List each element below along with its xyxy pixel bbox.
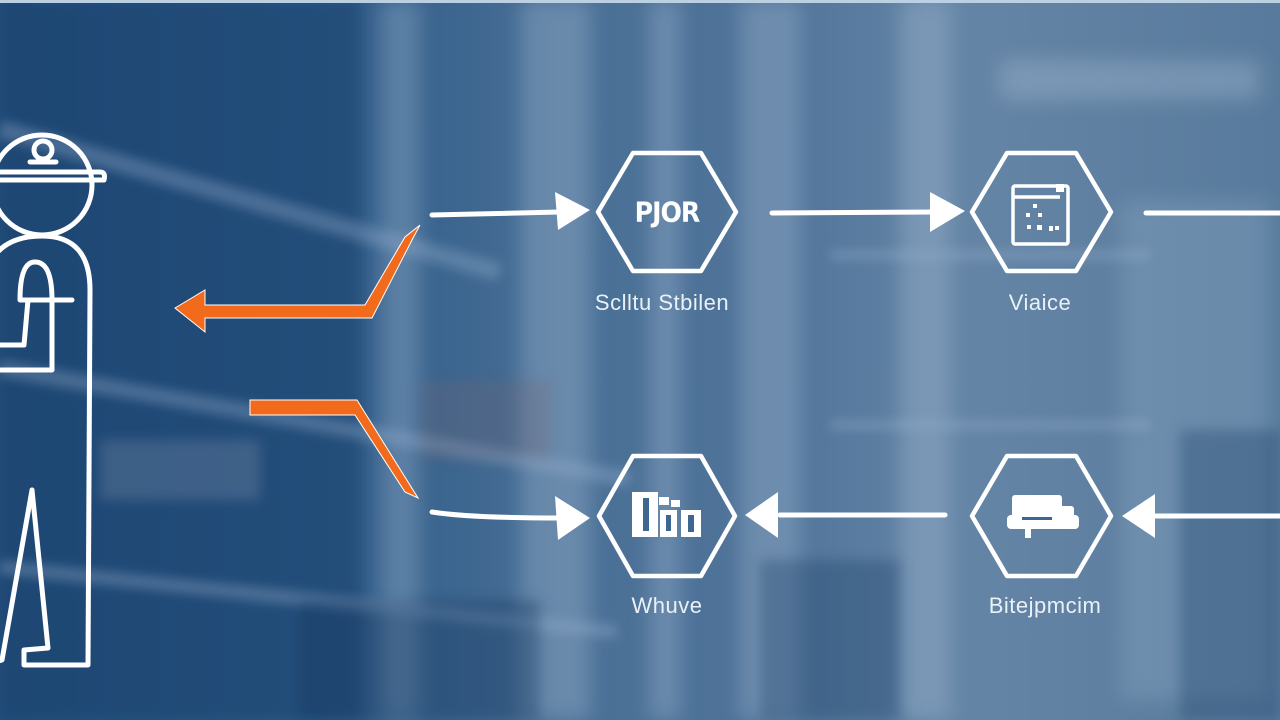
schedule-board-icon [1011,184,1070,246]
hexagon-warehouse-b [596,453,738,579]
orange-branch-arrow [249,399,420,500]
node-label-station: Sclltu Stbilen [594,290,730,315]
node-code-station: PJOR [634,195,701,229]
hexagon-shipment [969,453,1114,579]
top-edge-line [0,0,1280,3]
hexagon-station [595,150,739,274]
arrow-to-station [429,192,590,230]
worker-hardhat-icon [0,132,107,668]
delivery-truck-icon [1007,495,1079,538]
arrow-lower-to-warehouse-b [429,496,590,540]
node-label-shipment: Bitejpmcim [988,593,1102,618]
hexagon-warehouse [969,150,1114,274]
arrow-to-warehouse-b [745,492,948,538]
arrow-from-offscreen [1122,494,1280,538]
orange-return-arrow [174,224,421,334]
node-label-warehouse-b: Whuve [631,593,703,618]
inventory-box-icon [632,492,701,537]
arrow-to-warehouse [769,192,965,232]
node-label-warehouse: Viaice [1008,290,1072,315]
